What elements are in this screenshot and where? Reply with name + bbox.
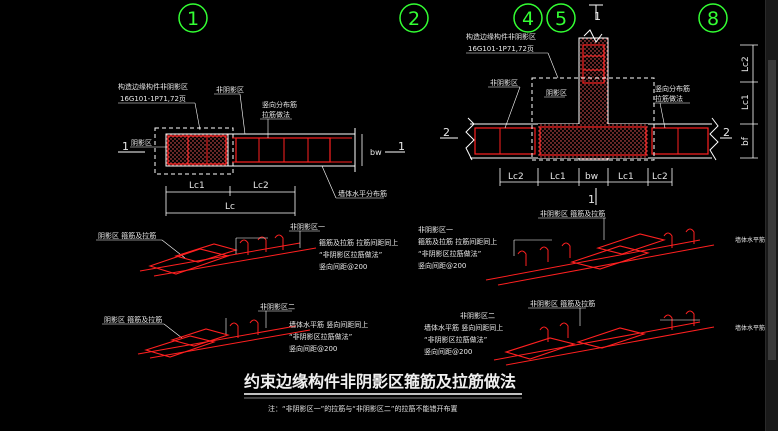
axis-bubble-2: 2 <box>399 3 429 33</box>
right-note-top: 构造边缘构件非阴影区 <box>466 32 536 41</box>
left1-note-c: 竖向间距@200 <box>319 262 367 271</box>
left-dim-bw: bw <box>370 148 382 157</box>
right-dim-bw: bw <box>585 172 598 182</box>
left-label-tie: 拉筋做法 <box>262 110 290 119</box>
left-label-yinying: 阴影区 <box>131 138 152 147</box>
right-section-bottom: 1 <box>588 193 595 206</box>
right1-label: 非阴影区一 <box>418 225 453 234</box>
right-vdim-lc2: Lc2 <box>741 56 751 72</box>
right2-label: 非阴影区二 <box>460 311 495 320</box>
right-dim-lc1b: Lc1 <box>618 172 634 182</box>
left2-note-c: 竖向间距@200 <box>289 344 337 353</box>
right2-title: 非阴影区 箍筋及拉筋 <box>530 299 595 308</box>
right2-note-a: 墙体水平筋 竖向间距同上 <box>424 323 503 332</box>
right1-note-c: 竖向间距@200 <box>418 261 466 270</box>
right2-note-c: 竖向间距@200 <box>424 347 472 356</box>
right2-note-b: “非阴影区拉筋做法” <box>424 335 487 344</box>
left1-note-b: “非阴影区拉筋做法” <box>319 250 382 259</box>
left-iso-detail-2[interactable]: 阴影区 箍筋及拉筋 非阴影区二 墙体水平筋 竖向间距同上 “非阴影区拉筋做法” … <box>102 302 368 359</box>
main-title: 约束边缘构件非阴影区箍筋及拉筋做法 <box>244 372 516 391</box>
left2-title: 阴影区 箍筋及拉筋 <box>104 315 162 324</box>
left-ref: 16G101-1P71,72页 <box>120 95 186 103</box>
right-flange-shaded <box>538 124 648 158</box>
axis-label-1: 1 <box>187 8 199 30</box>
right-section-mark: 2 <box>443 126 450 139</box>
vertical-scrollbar[interactable] <box>765 0 778 431</box>
scrollbar-thumb[interactable] <box>768 60 776 360</box>
left-plan-detail[interactable]: 1 1 bw 构造边缘构件非阴影区 16G101-1P71,72页 非阴影区 竖… <box>118 82 405 216</box>
left2-note-a: 墙体水平筋 竖向间距同上 <box>289 320 368 329</box>
left-dim-lc2: Lc2 <box>253 181 269 191</box>
axis-bubble-4: 4 <box>513 3 543 33</box>
footnote: 注：“非阴影区一”的拉筋与“非阴影区二”的拉筋不能错开布置 <box>268 404 458 413</box>
left-section-mark: 1 <box>122 140 129 153</box>
axis-bubble-5: 5 <box>546 3 576 33</box>
left-label-feiyinying: 非阴影区 <box>216 85 244 94</box>
right1-title: 非阴影区 箍筋及拉筋 <box>540 209 605 218</box>
axis-bubble-8: 8 <box>698 3 728 33</box>
left2-note-b: “非阴影区拉筋做法” <box>289 332 352 341</box>
axis-label-4: 4 <box>522 8 534 30</box>
right-dim-lc2b: Lc2 <box>652 172 668 182</box>
axis-label-8: 8 <box>707 8 719 30</box>
left-iso-detail-1[interactable]: 阴影区 箍筋及拉筋 非阴影区一 箍筋及拉筋 拉筋间距同上 “非阴影区拉筋做法” … <box>96 222 398 277</box>
right-label-hoop: 竖向分布筋 <box>655 84 690 93</box>
right-dim-lc1a: Lc1 <box>550 172 566 182</box>
right-ref: 16G101-1P71,72页 <box>468 45 534 53</box>
right-label-tie: 拉筋做法 <box>655 94 683 103</box>
right1-note-b: “非阴影区拉筋做法” <box>418 249 481 258</box>
right-section-top: 1 <box>594 10 601 23</box>
left-note-top: 构造边缘构件非阴影区 <box>118 82 188 91</box>
axis-bubble-1: 1 <box>178 3 208 33</box>
left-label-hz: 墙体水平分布筋 <box>338 189 387 198</box>
right1-note-a: 箍筋及拉筋 拉筋间距同上 <box>418 237 497 246</box>
left-dim-lc: Lc <box>225 202 235 212</box>
left1-label: 非阴影区一 <box>290 222 325 231</box>
left1-note-a: 箍筋及拉筋 拉筋间距同上 <box>319 238 398 247</box>
left-label-hoop: 竖向分布筋 <box>262 100 297 109</box>
left2-label: 非阴影区二 <box>260 302 295 311</box>
left-section-mark-right: 1 <box>398 140 405 153</box>
right-plan-detail[interactable]: 2 2 1 1 构造边缘构件非阴影区 16G101-1P71,72页 非阴影区 … <box>440 4 758 206</box>
drawing-title-block: 约束边缘构件非阴影区箍筋及拉筋做法 注：“非阴影区一”的拉筋与“非阴影区二”的拉… <box>244 372 522 413</box>
right-dim-lc2a: Lc2 <box>508 172 524 182</box>
left-shaded-zone <box>165 133 229 167</box>
right-label-yinying: 阴影区 <box>546 88 567 97</box>
right-section-mark-right: 2 <box>723 126 730 139</box>
axis-label-5: 5 <box>555 8 567 30</box>
right-iso-detail-1[interactable]: 非阴影区一 箍筋及拉筋 拉筋间距同上 “非阴影区拉筋做法” 竖向间距@200 非… <box>418 209 778 286</box>
right1-far: 墙体水平筋 竖向间距同上 “非阴影区拉筋做法” 竖向间距@200 <box>735 236 778 244</box>
left-dim-lc1: Lc1 <box>189 181 205 191</box>
right-label-feiyinying: 非阴影区 <box>490 78 518 87</box>
right-vdim-bf: bf <box>741 136 751 146</box>
axis-label-2: 2 <box>408 8 420 30</box>
left1-title: 阴影区 箍筋及拉筋 <box>98 231 156 240</box>
right-iso-detail-2[interactable]: 非阴影区 箍筋及拉筋 非阴影区二 墙体水平筋 竖向间距同上 “非阴影区拉筋做法”… <box>424 299 778 366</box>
right-vdim-lc1: Lc1 <box>741 94 751 110</box>
right2-far: 墙体水平筋 竖向间距同上 “非阴影区拉筋做法” 竖向间距@200 <box>735 324 778 332</box>
